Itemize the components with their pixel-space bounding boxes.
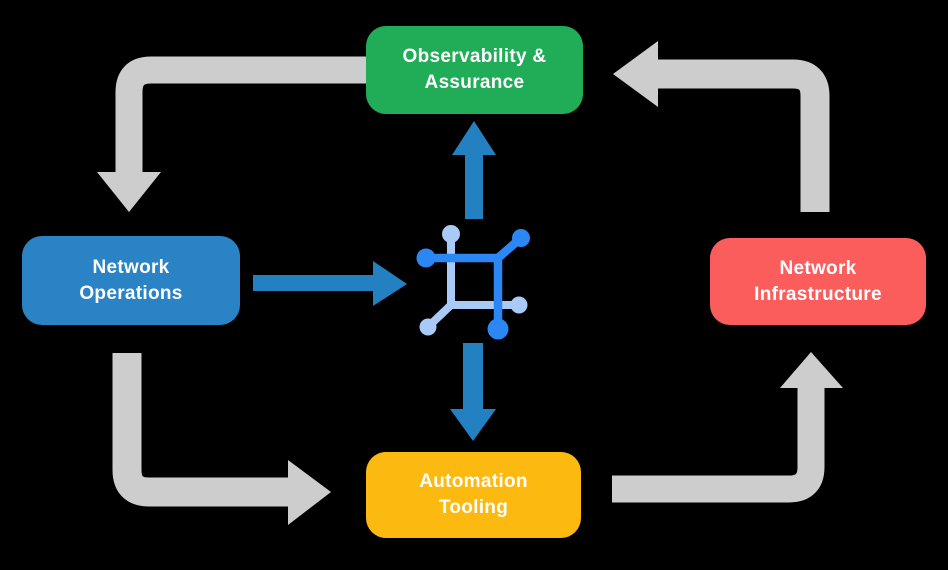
node-label: Observability & Assurance [402,46,547,93]
flow-arrowhead-right-icon [373,261,407,306]
network-mesh-icon [416,225,530,340]
flow-arrow-operations-to-icon [253,261,407,306]
node-label: Network Operations [79,256,183,304]
node-network-infrastructure: Network Infrastructure [710,238,926,325]
cycle-arrowhead-up-icon [780,352,843,388]
flow-arrowhead-up-icon [452,121,496,155]
icon-light-node [442,225,460,243]
icon-light-line [426,301,455,329]
cycle-arrowhead-right-icon [288,460,331,525]
icon-dark-node [416,248,436,268]
flow-arrowhead-down-icon [450,409,496,441]
flow-arrow-icon-to-observability [452,121,496,219]
cycle-arrowhead-left-icon [613,41,658,107]
cycle-arrow-shaft [112,353,289,507]
cycle-arrow-observability-to-operations [97,56,366,212]
cycle-arrowhead-down-icon [97,172,161,212]
node-observability-assurance: Observability & Assurance [366,26,583,114]
node-network-operations: Network Operations [22,236,240,325]
node-automation-tooling: Automation Tooling [366,452,581,538]
node-label: Network Infrastructure [754,257,882,305]
icon-light-node [419,318,437,336]
icon-light-node [510,296,528,314]
icon-dark-node [487,318,509,340]
icon-dark-line [493,233,526,263]
flow-arrow-icon-to-automation [450,343,496,441]
cycle-arrow-automation-to-infrastructure [612,352,843,503]
cycle-arrow-shaft [612,388,825,503]
icon-dark-node [512,229,530,247]
node-label: Automation Tooling [419,471,528,518]
cycle-arrow-shaft [657,59,830,212]
cycle-arrow-infrastructure-to-observability [613,41,830,212]
cycle-arrow-operations-to-automation [112,353,331,525]
cycle-arrow-shaft [115,56,366,174]
